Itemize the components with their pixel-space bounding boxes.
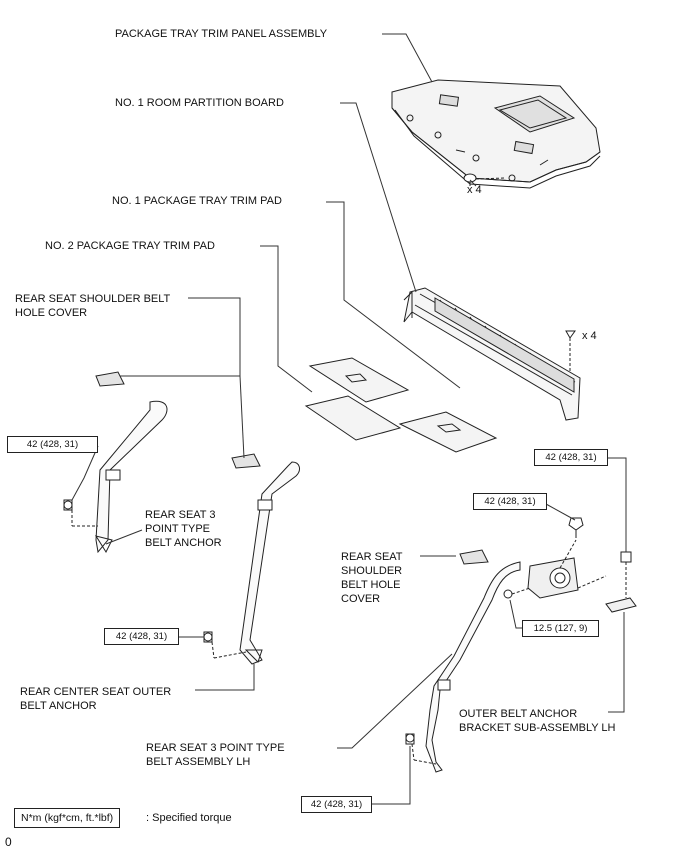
retractor-drawing	[425, 539, 607, 773]
label-line: BELT ASSEMBLY LH	[146, 756, 251, 768]
quantity-board-clips: x 4	[582, 330, 597, 342]
label-no1-room-partition-board: NO. 1 ROOM PARTITION BOARD	[115, 97, 284, 109]
label-rear-seat-3-point-type-belt-anchor: REAR SEAT 3 POINT TYPE BELT ANCHOR	[145, 508, 222, 550]
label-rear-center-seat-outer-belt-anchor: REAR CENTER SEAT OUTER BELT ANCHOR	[20, 685, 171, 713]
package-tray-trim-panel-drawing	[391, 79, 601, 189]
label-rear-seat-3-point-type-belt-assembly-lh: REAR SEAT 3 POINT TYPE BELT ASSEMBLY LH	[146, 741, 285, 769]
footer-mark: 0	[5, 835, 12, 849]
label-no2-package-tray-trim-pad: NO. 2 PACKAGE TRAY TRIM PAD	[45, 240, 215, 252]
legend-torque-units-box: N*m (kgf*cm, ft.*lbf)	[14, 808, 121, 828]
label-rear-seat-shoulder-belt-hole-cover-left: REAR SEAT SHOULDER BELT HOLE COVER	[15, 292, 170, 320]
torque-box-bracket-bolt: 42 (428, 31)	[534, 449, 608, 466]
torque-box-left-anchor: 42 (428, 31)	[7, 436, 98, 453]
label-line: REAR CENTER SEAT OUTER	[20, 686, 172, 698]
room-partition-board-drawing	[403, 287, 581, 421]
label-line: BELT ANCHOR	[20, 700, 97, 712]
outer-belt-anchor-bracket-drawing	[605, 562, 637, 613]
label-line: OUTER BELT ANCHOR	[459, 708, 578, 720]
torque-box-retractor-small-bolt: 12.5 (127, 9)	[522, 620, 599, 637]
label-line: REAR SEAT	[341, 551, 403, 563]
label-line: BRACKET SUB-ASSEMBLY LH	[459, 722, 616, 734]
board-clip-drawing	[565, 330, 576, 372]
quantity-panel-clips: x 4	[467, 184, 482, 196]
center-belt-drawing	[211, 461, 300, 665]
label-package-tray-trim-panel: PACKAGE TRAY TRIM PANEL ASSEMBLY	[115, 28, 328, 40]
torque-box-center-anchor: 42 (428, 31)	[104, 628, 179, 645]
lower-bolt-drawing	[405, 733, 437, 765]
left-bolt-drawing	[63, 499, 73, 511]
left-hole-cover-drawing	[95, 371, 125, 387]
label-line: POINT TYPE	[145, 523, 211, 535]
label-line: SHOULDER	[341, 565, 403, 577]
label-line: REAR SEAT 3 POINT TYPE	[146, 742, 285, 754]
label-line: COVER	[341, 593, 381, 605]
label-outer-belt-anchor-bracket-lh: OUTER BELT ANCHOR BRACKET SUB-ASSEMBLY L…	[459, 707, 616, 735]
label-line: BELT ANCHOR	[145, 537, 222, 549]
label-line: HOLE COVER	[15, 307, 88, 319]
label-line: REAR SEAT 3	[145, 509, 216, 521]
panel-clip-drawing	[463, 173, 506, 186]
label-no1-package-tray-trim-pad: NO. 1 PACKAGE TRAY TRIM PAD	[112, 195, 282, 207]
center-bolt-drawing	[203, 631, 213, 643]
torque-box-lower-anchor-lh: 42 (428, 31)	[301, 796, 372, 813]
package-tray-trim-pads-drawing	[304, 357, 498, 453]
center-hole-cover-drawing	[231, 453, 261, 469]
label-line: REAR SEAT SHOULDER BELT	[15, 293, 171, 305]
legend-description: : Specified torque	[146, 812, 232, 824]
small-bolt-drawing	[503, 589, 513, 599]
bracket-bolt-drawing	[620, 551, 632, 563]
retractor-bolt-drawing	[568, 517, 584, 538]
torque-box-retractor-bolt: 42 (428, 31)	[473, 493, 547, 510]
right-hole-cover-drawing	[459, 549, 489, 565]
label-rear-seat-shoulder-belt-hole-cover-right: REAR SEAT SHOULDER BELT HOLE COVER	[341, 550, 403, 606]
leader-lines	[71, 33, 627, 805]
left-belt-drawing	[71, 400, 168, 554]
label-line: BELT HOLE	[341, 579, 401, 591]
